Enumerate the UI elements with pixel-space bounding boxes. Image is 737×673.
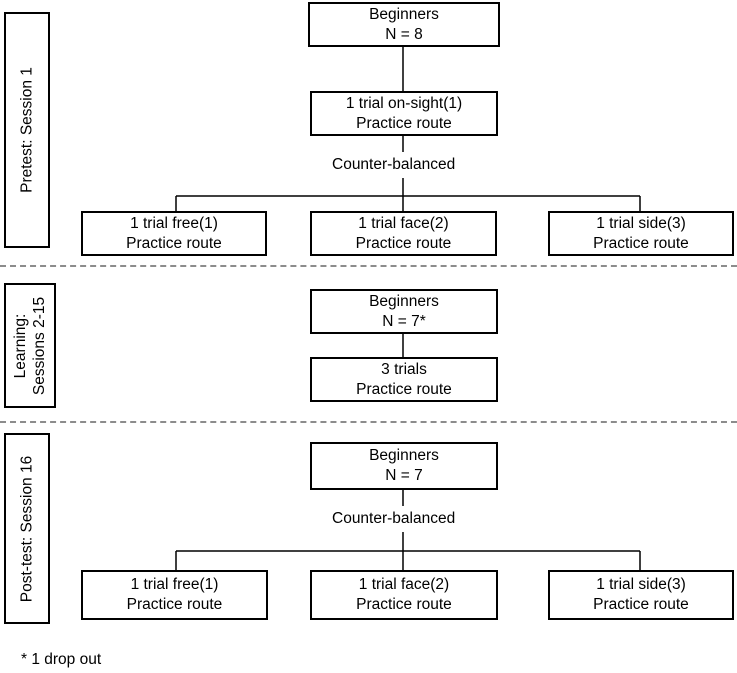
posttest-free-box: 1 trial free(1) Practice route — [81, 570, 268, 620]
section-divider-pretest-learning — [0, 265, 737, 267]
learning-beginners-line1: Beginners — [369, 292, 439, 310]
pretest-free-line2: Practice route — [126, 234, 222, 252]
pretest-beginners-line2: N = 8 — [385, 25, 423, 43]
pretest-beginners-line1: Beginners — [369, 5, 439, 23]
pretest-free-box: 1 trial free(1) Practice route — [81, 211, 267, 256]
pretest-face-line1: 1 trial face(2) — [358, 214, 449, 232]
pretest-side-line1: 1 trial side(3) — [596, 214, 686, 232]
posttest-side-label-box: Post-test: Session 16 — [4, 433, 50, 624]
learning-trials-box: 3 trials Practice route — [310, 357, 498, 402]
posttest-side-label: Post-test: Session 16 — [18, 455, 36, 602]
pretest-side-box: 1 trial side(3) Practice route — [548, 211, 734, 256]
pretest-side-label-box: Pretest: Session 1 — [4, 12, 50, 248]
posttest-beginners-line2: N = 7 — [385, 467, 423, 484]
posttest-face-box: 1 trial face(2) Practice route — [310, 570, 498, 620]
posttest-face-line2: Practice route — [356, 596, 452, 613]
learning-trials-line1: 3 trials — [381, 360, 427, 378]
footnote: * 1 drop out — [21, 650, 102, 670]
posttest-beginners-box: Beginners N = 7 — [310, 442, 498, 490]
posttest-beginners-line1: Beginners — [369, 447, 439, 464]
posttest-side-line2: Practice route — [593, 596, 689, 613]
pretest-side-label: Pretest: Session 1 — [18, 67, 36, 193]
pretest-onsight-line1: 1 trial on-sight(1) — [345, 94, 463, 112]
learning-side-label: Learning: Sessions 2-15 — [12, 296, 48, 395]
learning-beginners-line2: N = 7* — [382, 312, 426, 330]
pretest-beginners-box: Beginners N = 8 — [308, 2, 500, 47]
pretest-counter-balanced: Counter-balanced — [332, 155, 456, 175]
pretest-onsight-line2: Practice route — [356, 114, 452, 132]
section-divider-learning-posttest — [0, 421, 737, 423]
pretest-side-line2: Practice route — [593, 234, 689, 252]
learning-trials-line2: Practice route — [356, 380, 452, 398]
posttest-face-line1: 1 trial face(2) — [358, 576, 450, 593]
pretest-onsight-box: 1 trial on-sight(1) Practice route — [310, 91, 498, 136]
posttest-counter-balanced: Counter-balanced — [332, 509, 456, 529]
learning-side-label-box: Learning: Sessions 2-15 — [4, 283, 56, 408]
pretest-free-line1: 1 trial free(1) — [130, 214, 218, 232]
posttest-side-box: 1 trial side(3) Practice route — [548, 570, 734, 620]
posttest-free-line2: Practice route — [126, 596, 223, 613]
pretest-face-box: 1 trial face(2) Practice route — [310, 211, 497, 256]
learning-beginners-box: Beginners N = 7* — [310, 289, 498, 334]
pretest-face-line2: Practice route — [355, 234, 452, 252]
posttest-side-line1: 1 trial side(3) — [596, 576, 686, 593]
posttest-free-line1: 1 trial free(1) — [130, 576, 219, 593]
